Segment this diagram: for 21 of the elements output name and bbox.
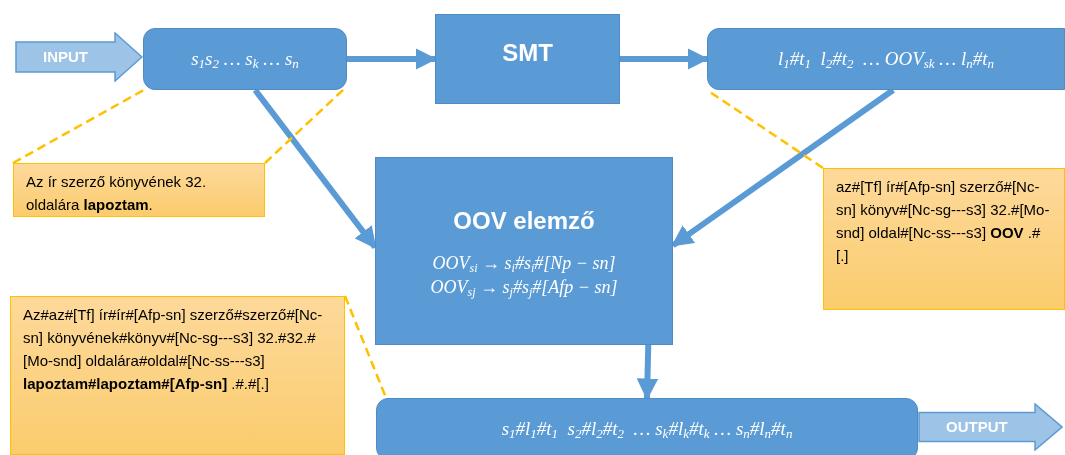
formula: OOV$_{sj}$ → s$_{j}$#s$_{j}$#[Afp − sn] xyxy=(430,276,618,299)
note-text: Az ír szerző könyvének 32. oldalára lapoztam. xyxy=(26,172,208,215)
box-title: OOV elemző xyxy=(453,206,595,236)
arrow-label: INPUT xyxy=(43,46,88,67)
formula: s$_{1}$s$_{2}$ … s$_{k}$ … s$_{n}$ xyxy=(191,46,299,73)
formula: l$_{1}$#t$_{1}$ l$_{2}$#t$_{2}$ … OOV$_{sk}$ … l$_{n}$#t$_{n}$ xyxy=(777,46,995,73)
arrow-label: OUTPUT xyxy=(946,416,1008,437)
formula: s$_{1}$#l$_{1}$#t$_{1}$ s$_{2}$#l$_{2}$#t$_{2}$ … s$_{k}$#l$_{k}$#t$_{k}$ … s$_{n}$#l$_{n}$#t$_{n}$ xyxy=(501,416,793,443)
process-box xyxy=(435,14,620,104)
formula: OOV$_{si}$ → s$_{i}$#s$_{i}$#[Np − sn] xyxy=(432,252,616,275)
note-text: Az#az#[Tf] ír#ír#[Afp-sn] szerző#szerző#[Nc-sn] könyvének#könyv#[Nc-sg---s3] 32.#32.#[Mo-snd] oldalára#oldal#[Nc-ss---s3] lapoztam#lapoztam#[Afp-sn] .#.#[.] xyxy=(23,305,324,394)
rounded-box xyxy=(707,28,1065,90)
note-box xyxy=(10,296,345,455)
note-box xyxy=(823,168,1065,310)
box-title: SMT xyxy=(502,38,553,68)
note-text: az#[Tf] ír#[Afp-sn] szerző#[Nc-sn] könyv#[Nc-sg---s3] 32.#[Mo-snd] oldal#[Nc-ss---s3] OOV .#[.] xyxy=(836,177,1051,266)
rounded-box xyxy=(376,398,918,455)
leader-line xyxy=(264,87,346,164)
process-box xyxy=(375,157,673,345)
note-box xyxy=(13,163,265,217)
rounded-box xyxy=(143,28,347,90)
